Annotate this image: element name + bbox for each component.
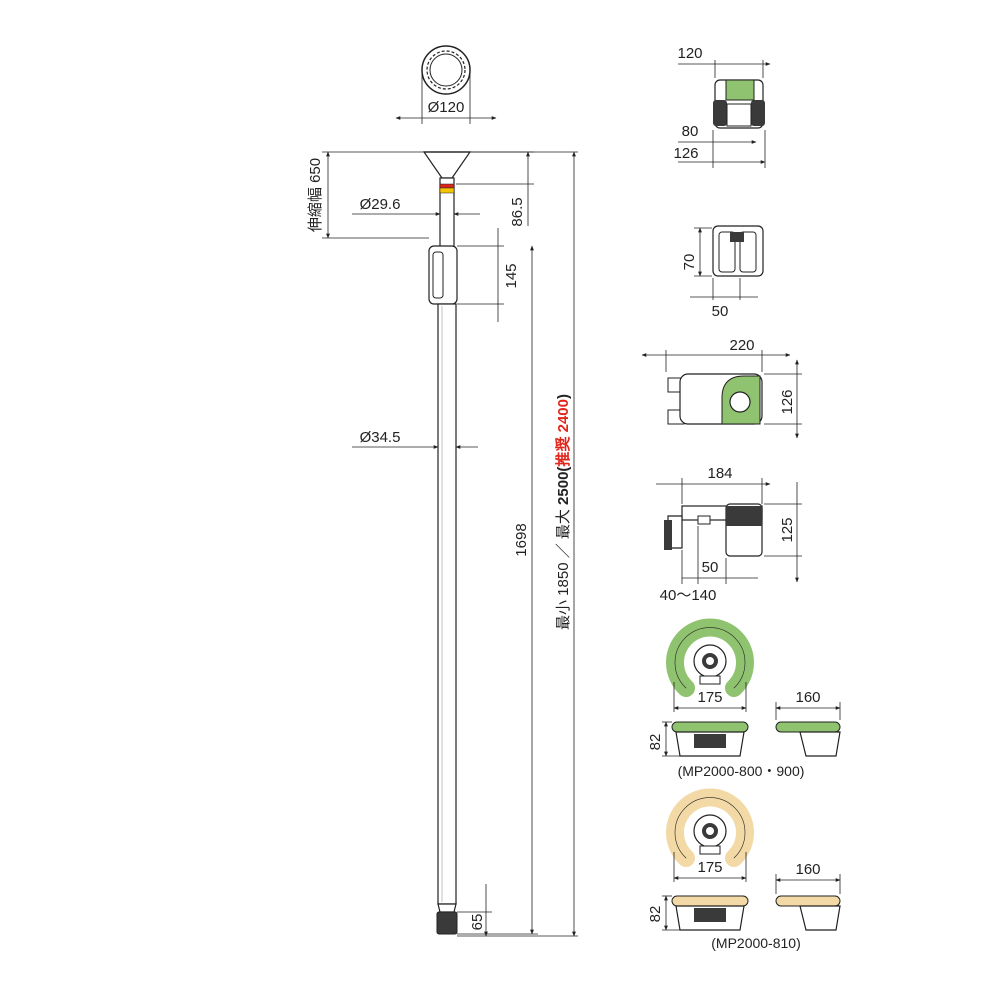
svg-text:70: 70 [681, 254, 698, 271]
top-dia-label: Ø120 [428, 99, 465, 116]
svg-text:220: 220 [729, 337, 754, 354]
pole-dimensions: 伸縮幅 650 Ø29.6 86.5 145 Ø34.5 1698 最小 185… [307, 151, 578, 937]
yellow-band [439, 187, 455, 194]
svg-text:126: 126 [673, 145, 698, 162]
bracket-side-view: 70 50 [681, 225, 764, 320]
svg-text:(MP2000-810): (MP2000-810) [711, 935, 801, 951]
bracket-front-view: 120 80 126 [673, 45, 771, 168]
bracket-top-view: 220 126 [641, 337, 802, 439]
dim-65: 65 [469, 914, 486, 931]
svg-text:160: 160 [795, 861, 820, 878]
svg-text:160: 160 [795, 689, 820, 706]
svg-text:50: 50 [712, 303, 729, 320]
length-label: 最小 1850 ／ 最大 2500(推奨 2400) [554, 394, 572, 630]
red-band [439, 183, 455, 189]
dim-86-5: 86.5 [509, 197, 526, 226]
svg-text:120: 120 [677, 45, 702, 62]
svg-text:175: 175 [697, 859, 722, 876]
telescoping-label: 伸縮幅 650 [307, 158, 324, 232]
svg-text:125: 125 [779, 517, 796, 542]
svg-text:80: 80 [682, 123, 699, 140]
svg-text:126: 126 [779, 389, 796, 414]
pole-top-view: Ø120 [395, 45, 497, 124]
upper-dia-label: Ø29.6 [360, 196, 401, 213]
svg-text:50: 50 [702, 559, 719, 576]
svg-text:(MP2000-800・900): (MP2000-800・900) [678, 763, 805, 779]
dim-145: 145 [503, 263, 520, 288]
dim-1698: 1698 [513, 523, 530, 556]
grip-green: 175 82 160 (MP2000-800・900) [647, 618, 841, 779]
bracket-side-elevation: 184 125 50 40〜140 [656, 465, 802, 604]
svg-text:184: 184 [707, 465, 732, 482]
svg-text:40〜140: 40〜140 [660, 587, 717, 604]
pole-body [422, 151, 472, 935]
lower-dia-label: Ø34.5 [360, 429, 401, 446]
svg-text:175: 175 [697, 689, 722, 706]
svg-text:82: 82 [647, 734, 664, 751]
svg-text:82: 82 [647, 906, 664, 923]
grip-beige: 175 82 160 (MP2000-810) [647, 788, 841, 951]
